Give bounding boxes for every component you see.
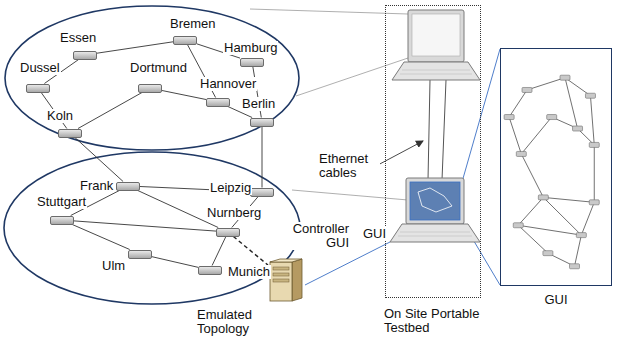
pointer-arrow (376, 141, 423, 166)
ethernet-cable (428, 80, 430, 180)
city-label: Koln (46, 109, 74, 123)
drive-bay (273, 267, 289, 270)
testbed-label: On Site Portable Testbed (383, 307, 497, 335)
switch-icon: Leipzig (250, 188, 274, 197)
gui-link (518, 225, 548, 253)
gui-switch (513, 223, 523, 228)
city-label: Stuttgart (36, 195, 87, 209)
gui-switch (573, 126, 583, 131)
drive-bay (273, 273, 289, 276)
gui-switch (576, 233, 586, 238)
link-line (292, 190, 408, 200)
topology-link (262, 127, 263, 188)
cable-label: Ethernet cables (318, 152, 380, 180)
switch-icon: Dortmund (138, 84, 162, 93)
gui-link (521, 117, 551, 154)
region-ellipse (5, 6, 299, 150)
gui-link (594, 145, 595, 202)
topology-link (162, 91, 206, 100)
gui-link (527, 78, 565, 90)
gui-link (581, 202, 594, 235)
switch-icon: Ulm (128, 250, 152, 259)
gui-link (565, 78, 578, 129)
server-drawing (268, 258, 304, 302)
city-label: Ulm (101, 259, 126, 273)
city-label: Bremen (169, 17, 217, 31)
switch-icon: Nurnberg (216, 228, 240, 237)
topology-label: Emulated Topology (196, 308, 270, 336)
gui-link (518, 197, 543, 225)
gui-topology (504, 75, 599, 269)
switch-icon: Berlin (250, 118, 274, 127)
city-label: Dortmund (129, 61, 188, 75)
city-label: Hamburg (223, 41, 278, 55)
laptop (390, 178, 480, 242)
gui-link (575, 235, 582, 266)
testbed-box: On Site Portable Testbed (385, 5, 481, 298)
screen-label: GUI (362, 227, 387, 241)
gui-link (521, 154, 543, 197)
gui-link (509, 90, 527, 117)
gui-switch (560, 75, 570, 80)
switch-icon: Frank (116, 182, 140, 191)
gui-link (543, 197, 594, 202)
controller-label: Controller GUI (286, 222, 350, 250)
gui-link (509, 117, 521, 154)
city-label: Nurnberg (206, 206, 262, 220)
switch-icon: Munich (198, 266, 222, 275)
gui-switch (547, 115, 557, 120)
server-side (292, 259, 302, 301)
gui-label: GUI (543, 293, 568, 307)
topology-link (78, 93, 142, 129)
gui-switch (589, 200, 599, 205)
laptop (392, 10, 480, 80)
gui-switch (570, 264, 580, 269)
topology-link (97, 42, 173, 53)
switch-icon: Bremen (173, 36, 197, 45)
city-label: Hannover (199, 77, 257, 91)
gui-switch (538, 195, 548, 200)
gui-link (518, 225, 581, 235)
city-label: Frank (79, 179, 114, 193)
city-label: Leipzig (209, 181, 252, 195)
switch-icon: Hamburg (240, 58, 264, 67)
switch-icon: Stuttgart (50, 216, 74, 225)
switch-icon: Essen (73, 51, 97, 60)
gui-switch (504, 115, 514, 120)
gui-link (590, 96, 594, 145)
drive-bay (273, 279, 289, 282)
server-front (270, 262, 292, 301)
switch-icon: Hannover (206, 98, 230, 107)
gui-switch (543, 251, 553, 256)
gui-switch (589, 142, 599, 147)
topology-link (74, 221, 216, 231)
gui-link (543, 197, 581, 235)
switch-icon: Dussel (26, 84, 50, 93)
link-line (296, 58, 408, 96)
gui-switch (516, 151, 526, 156)
gui-box: GUI (500, 48, 612, 286)
control-link (233, 237, 268, 266)
city-label: Munich (227, 265, 271, 279)
server-top (270, 259, 302, 262)
region-ellipse (4, 152, 300, 304)
topology-link (72, 225, 129, 250)
city-label: Essen (59, 31, 97, 45)
switch-icon: Koln (58, 129, 82, 138)
topology-link (75, 138, 123, 182)
topology-link (212, 237, 226, 266)
ethernet-cable (442, 80, 446, 180)
city-label: Dussel (19, 61, 61, 75)
city-label: Berlin (241, 97, 276, 111)
topology-link (152, 257, 198, 268)
server-icon: Controller GUI (268, 258, 304, 302)
gui-switch (522, 87, 532, 92)
gui-switch (585, 93, 595, 98)
